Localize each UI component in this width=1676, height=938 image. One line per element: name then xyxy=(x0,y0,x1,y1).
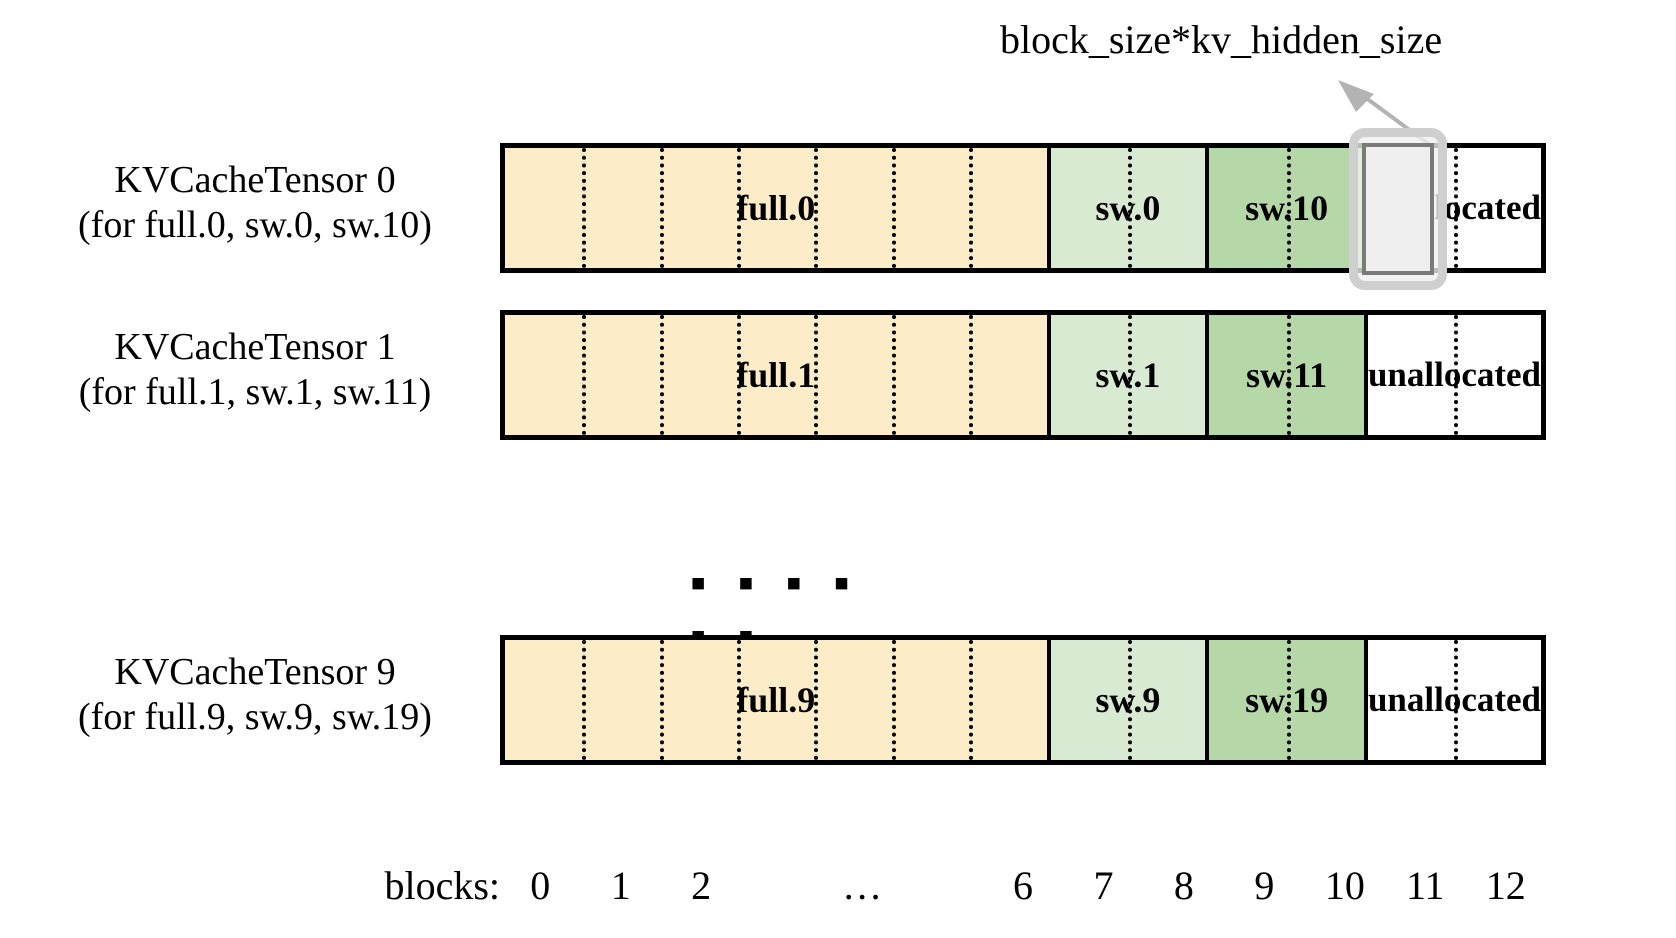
segment-label: sw.9 xyxy=(1095,679,1161,720)
block-tick-11: 11 xyxy=(1406,863,1445,908)
segment-sw-dark-1[interactable]: sw.11 xyxy=(1209,315,1368,435)
segment-full-1[interactable]: full.1 xyxy=(505,315,1051,435)
segment-sw-dark-0[interactable]: sw.10 xyxy=(1209,148,1368,268)
row-label-0-line1: KVCacheTensor 0 xyxy=(114,159,396,201)
segment-unallocated-9[interactable]: unallocated xyxy=(1367,640,1542,760)
block-tick-1: 1 xyxy=(610,863,631,908)
segment-sw-light-9[interactable]: sw.9 xyxy=(1050,640,1210,760)
row-label-1-line1: KVCacheTensor 1 xyxy=(114,326,396,368)
segment-label: full.9 xyxy=(736,679,816,720)
block-tick-9: 9 xyxy=(1254,863,1275,908)
segment-unallocated-1[interactable]: unallocated xyxy=(1367,315,1542,435)
block-tick-8: 8 xyxy=(1173,863,1194,908)
block-tick-7: 7 xyxy=(1093,863,1114,908)
segment-label: unallocated xyxy=(1367,680,1542,720)
row-label-9-line2: (for full.9, sw.9, sw.19) xyxy=(78,695,432,738)
row-label-9: KVCacheTensor 9 (for full.9, sw.9, sw.19… xyxy=(20,650,490,740)
segment-full-9[interactable]: full.9 xyxy=(505,640,1051,760)
highlighted-block-11[interactable] xyxy=(1349,128,1447,290)
block-tick-0: 0 xyxy=(530,863,551,908)
row-label-1-line2: (for full.1, sw.1, sw.11) xyxy=(78,370,432,413)
block-tick-12: 12 xyxy=(1485,863,1526,908)
blocks-axis-title: blocks: xyxy=(384,863,500,908)
row-label-9-line1: KVCacheTensor 9 xyxy=(114,651,396,693)
row-label-1: KVCacheTensor 1 (for full.1, sw.1, sw.11… xyxy=(20,325,490,415)
kvcache-tensor-1[interactable]: full.1 sw.1 sw.11 unallocated xyxy=(500,310,1546,440)
block-tick-2: 2 xyxy=(691,863,712,908)
segment-label: sw.10 xyxy=(1245,187,1329,228)
segment-label: full.0 xyxy=(736,187,816,228)
segment-sw-light-1[interactable]: sw.1 xyxy=(1050,315,1210,435)
kvcache-tensor-9[interactable]: full.9 sw.9 sw.19 unallocated xyxy=(500,635,1546,765)
row-label-0: KVCacheTensor 0 (for full.0, sw.0, sw.10… xyxy=(20,158,490,248)
block-tick-10: 10 xyxy=(1324,863,1365,908)
segment-label: sw.19 xyxy=(1245,679,1329,720)
segment-sw-light-0[interactable]: sw.0 xyxy=(1050,148,1210,268)
callout-label: block_size*kv_hidden_size xyxy=(1000,17,1443,62)
block-tick-6: 6 xyxy=(1013,863,1033,908)
block-tick-ellipsis: … xyxy=(842,863,883,908)
segment-label: unallocated xyxy=(1367,355,1542,395)
segment-label: sw.11 xyxy=(1246,354,1328,395)
segment-sw-dark-9[interactable]: sw.19 xyxy=(1209,640,1368,760)
highlight-inner-border xyxy=(1362,143,1434,275)
segment-label: sw.0 xyxy=(1095,187,1161,228)
segment-label: full.1 xyxy=(736,354,816,395)
segment-full-0[interactable]: full.0 xyxy=(505,148,1051,268)
segment-label: sw.1 xyxy=(1095,354,1161,395)
row-label-0-line2: (for full.0, sw.0, sw.10) xyxy=(78,203,432,246)
